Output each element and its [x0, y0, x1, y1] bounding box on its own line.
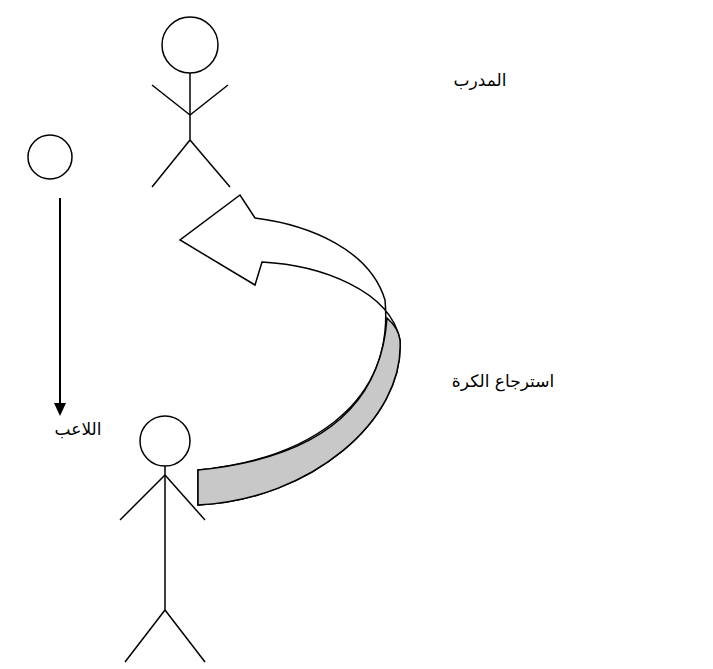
coach-figure: [152, 17, 230, 187]
player-figure: [120, 416, 205, 662]
return-ball-arrow: [180, 195, 400, 505]
coach-label: المدرب: [454, 70, 507, 90]
ball: [28, 135, 72, 179]
ball-path-arrow: [54, 198, 66, 416]
action-label: استرجاع الكرة: [452, 371, 554, 391]
player-label: اللاعب: [55, 419, 102, 439]
